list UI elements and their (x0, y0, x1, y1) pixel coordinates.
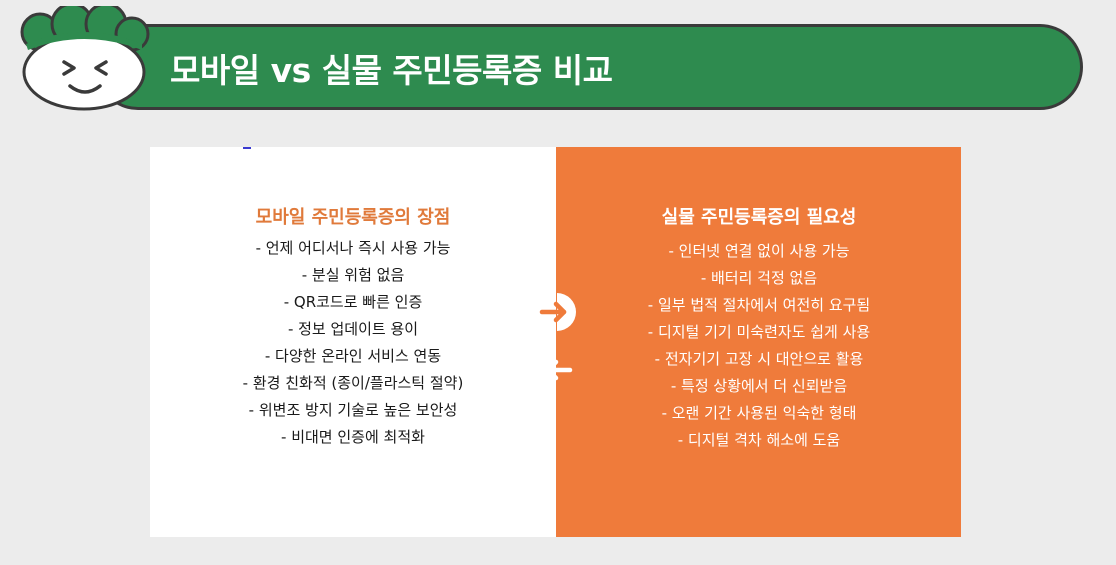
list-item: - 오랜 기간 사용된 익숙한 형태 (661, 404, 857, 422)
list-item: - 위변조 방지 기술로 높은 보안성 (248, 401, 458, 419)
list-item: - 다양한 온라인 서비스 연동 (264, 347, 442, 365)
mascot-icon (14, 2, 154, 116)
list-item: - 언제 어디서나 즉시 사용 가능 (255, 239, 451, 257)
arrow-left-icon (533, 350, 579, 394)
advantages-list: - 언제 어디서나 즉시 사용 가능 - 분실 위험 없음 - QR코드로 빠른… (150, 237, 556, 453)
necessity-panel (556, 147, 961, 537)
list-item: - 배터리 걱정 없음 (700, 269, 818, 287)
list-item: - 디지털 기기 미숙련자도 쉽게 사용 (647, 323, 871, 341)
list-item: - 비대면 인증에 최적화 (281, 428, 425, 446)
list-item: - 디지털 격차 해소에 도움 (677, 431, 841, 449)
list-item: - 전자기기 고장 시 대안으로 활용 (654, 350, 864, 368)
list-item: - 인터넷 연결 없이 사용 가능 (668, 242, 850, 260)
necessity-title: 실물 주민등록증의 필요성 (661, 207, 857, 228)
list-item: - 특정 상황에서 더 신뢰받음 (670, 377, 848, 395)
page-title: 모바일 vs 실물 주민등록증 비교 (170, 51, 613, 90)
list-item: - 환경 친화적 (종이/플라스틱 절약) (242, 374, 464, 392)
advantages-panel (150, 147, 556, 537)
list-item: - QR코드로 빠른 인증 (283, 293, 423, 311)
list-item: - 정보 업데이트 용이 (287, 320, 419, 338)
list-item: - 일부 법적 절차에서 여전히 요구됨 (647, 296, 871, 314)
list-item: - 분실 위험 없음 (301, 266, 405, 284)
divider-mark (243, 147, 251, 149)
header-banner (95, 24, 1083, 110)
necessity-list: - 인터넷 연결 없이 사용 가능 - 배터리 걱정 없음 - 일부 법적 절차… (556, 240, 962, 456)
advantages-title: 모바일 주민등록증의 장점 (255, 207, 451, 228)
arrow-right-icon (533, 292, 579, 336)
